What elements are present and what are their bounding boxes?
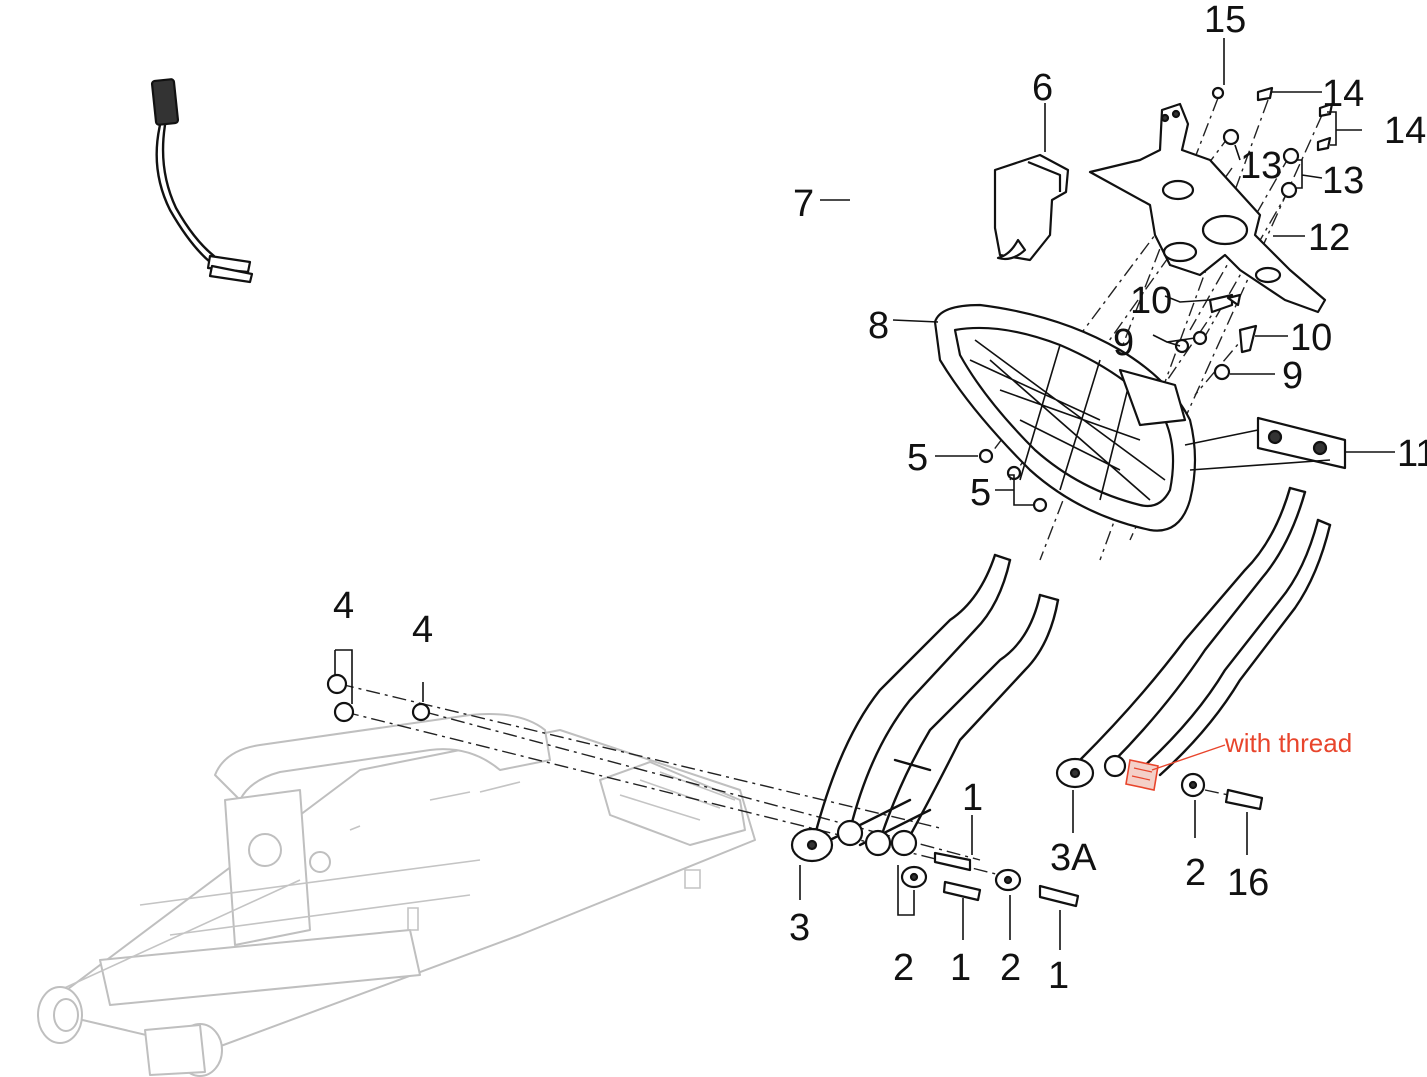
callout-1: 1 — [950, 947, 971, 989]
callout-1: 1 — [1048, 955, 1069, 997]
callout-2: 2 — [1185, 852, 1206, 894]
callout-3: 3 — [789, 907, 810, 949]
callout-13: 13 — [1322, 160, 1364, 202]
wire-harness-7 — [150, 78, 254, 284]
callout-9: 9 — [1282, 355, 1303, 397]
callout-8: 8 — [868, 305, 889, 347]
callout-2: 2 — [1000, 947, 1021, 989]
frame-left — [790, 553, 1060, 863]
callout-4: 4 — [412, 609, 433, 651]
fasteners-lower — [326, 673, 1264, 908]
swingarm-ghost — [37, 713, 756, 1077]
callout-2: 2 — [893, 947, 914, 989]
with-thread-note: with thread — [1224, 728, 1352, 758]
callout-labels: 15 14 14 6 13 13 7 12 10 8 9 10 9 5 11 5… — [333, 0, 1427, 997]
callout-5: 5 — [907, 437, 928, 479]
callout-3A: 3A — [1050, 837, 1097, 879]
callout-6: 6 — [1032, 67, 1053, 109]
callout-1: 1 — [962, 777, 983, 819]
leader-lines — [334, 38, 1395, 950]
callout-15: 15 — [1204, 0, 1246, 41]
callout-5: 5 — [970, 472, 991, 514]
callout-16: 16 — [1227, 862, 1269, 904]
license-bracket-12 — [1088, 102, 1327, 314]
callout-7: 7 — [793, 183, 814, 225]
callout-14: 14 — [1384, 110, 1426, 152]
callout-10: 10 — [1290, 317, 1332, 359]
callout-4: 4 — [333, 585, 354, 627]
callout-13: 13 — [1240, 145, 1282, 187]
callout-9: 9 — [1113, 322, 1134, 364]
callout-11: 11 — [1397, 433, 1427, 475]
callout-10: 10 — [1130, 280, 1172, 322]
frame-right — [1055, 486, 1332, 791]
callout-14: 14 — [1322, 73, 1364, 115]
callout-12: 12 — [1308, 217, 1350, 259]
fasteners-top — [978, 86, 1334, 513]
lamp-housing-8 — [933, 303, 1197, 532]
cover-6 — [993, 153, 1070, 262]
reflector-11 — [1256, 416, 1347, 470]
